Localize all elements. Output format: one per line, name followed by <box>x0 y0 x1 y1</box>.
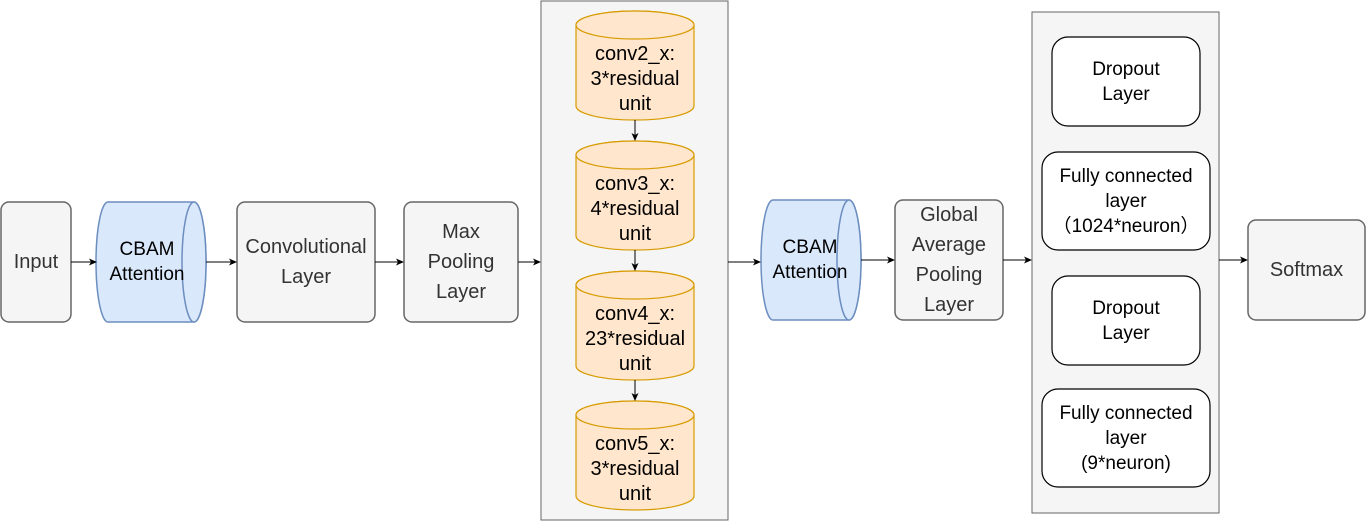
softmax-label: Softmax <box>1269 259 1344 281</box>
input-label: Input <box>13 251 59 273</box>
cbam-cylinder-1 <box>95 201 207 323</box>
conv4-cylinder <box>575 270 695 381</box>
conv3-cylinder <box>575 140 695 251</box>
dropout-box-2 <box>1051 275 1201 366</box>
softmax-box <box>1247 219 1366 321</box>
gap-label: Global Average Pooling Layer <box>911 204 987 316</box>
cbam-cylinder-2 <box>760 199 862 321</box>
dropout-label-1: Dropout Layer <box>1092 58 1160 105</box>
conv5-cylinder <box>575 400 695 511</box>
maxpool-label: Max Pooling Layer <box>427 221 495 303</box>
fc-label-2: Fully connected layer (9*neuron) <box>1059 402 1193 474</box>
conv2-cylinder <box>575 10 695 121</box>
conv2-label: conv2_x: 3*residual unit <box>590 42 680 115</box>
cbam-label-1: CBAM Attention <box>109 239 185 285</box>
dropout-box-1 <box>1051 36 1201 127</box>
conv5-label: conv5_x: 3*residual unit <box>590 432 680 505</box>
conv3-label: conv3_x: 4*residual unit <box>590 172 680 245</box>
fc-label-1: Fully connected layer （1024*neuron） <box>1052 165 1200 237</box>
dropout-label-2: Dropout Layer <box>1092 297 1160 344</box>
conv4-label: conv4_x: 23*residual unit <box>584 302 686 375</box>
conv-layer-label: Convolutional Layer <box>245 236 367 288</box>
fc-box-2 <box>1041 388 1211 488</box>
cbam-label-2: CBAM Attention <box>772 237 848 283</box>
fc-box-1 <box>1041 151 1211 251</box>
